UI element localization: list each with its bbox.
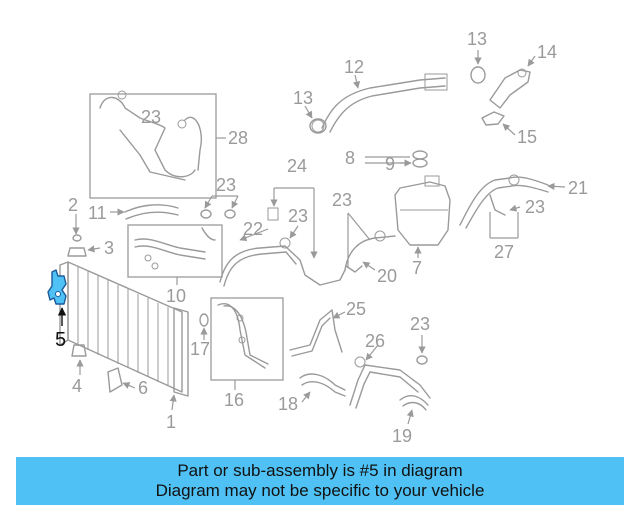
clamp-17 xyxy=(199,313,209,340)
callout-17: 17 xyxy=(190,339,210,359)
callout-23-pipe20: 23 xyxy=(332,190,352,210)
banner-line-2: Diagram may not be specific to your vehi… xyxy=(155,481,485,500)
gasket-15 xyxy=(481,111,516,136)
pipe-25 xyxy=(289,309,346,357)
housing-14 xyxy=(489,55,536,109)
expansion-tank-7 xyxy=(394,175,451,258)
callout-11: 11 xyxy=(88,203,107,223)
hose-21 xyxy=(459,174,566,239)
callout-25: 25 xyxy=(346,299,366,319)
hose-group-28 xyxy=(89,90,226,199)
pipe-20 xyxy=(344,212,396,273)
callout-23-near11: 23 xyxy=(216,175,236,195)
callout-27: 27 xyxy=(494,242,514,262)
callout-24: 24 xyxy=(287,156,307,176)
clamp-23-a xyxy=(200,195,239,241)
callout-6: 6 xyxy=(138,378,148,398)
parts-8-9 xyxy=(365,150,428,168)
callout-12: 12 xyxy=(344,57,364,77)
callout-23-pipe22: 23 xyxy=(288,206,308,226)
callout-2: 2 xyxy=(68,195,78,215)
callout-8: 8 xyxy=(345,148,355,168)
callout-23-hose21: 23 xyxy=(525,197,545,217)
pipe-22-24 xyxy=(219,187,346,287)
callout-19: 19 xyxy=(392,426,412,446)
parts-diagram: 1 2 3 4 5 6 7 8 9 10 11 12 13 13 14 15 1… xyxy=(47,29,588,446)
callout-23-box28: 23 xyxy=(141,107,161,127)
callout-28: 28 xyxy=(228,128,248,148)
hose-19 xyxy=(399,394,429,425)
hose-11 xyxy=(110,204,179,220)
callout-3: 3 xyxy=(104,238,114,258)
callout-26: 26 xyxy=(365,331,385,351)
callout-5: 5 xyxy=(55,329,66,351)
callout-18: 18 xyxy=(278,394,298,414)
clamp-23-b xyxy=(416,335,428,365)
callout-14: 14 xyxy=(537,42,557,62)
callout-15: 15 xyxy=(517,127,537,147)
hose-group-16 xyxy=(210,297,284,390)
hose-18 xyxy=(299,373,346,403)
callout-9: 9 xyxy=(385,154,395,174)
callout-16: 16 xyxy=(224,390,244,410)
callout-22: 22 xyxy=(243,219,263,239)
bracket-6 xyxy=(107,367,136,393)
banner-line-1: Part or sub-assembly is #5 in diagram xyxy=(177,461,463,480)
callout-1: 1 xyxy=(166,412,176,432)
pipe-26 xyxy=(349,344,431,409)
callout-13-a: 13 xyxy=(293,88,313,108)
callout-20: 20 xyxy=(377,266,397,286)
callout-13-b: 13 xyxy=(467,29,487,49)
callout-7: 7 xyxy=(412,258,422,278)
callout-4: 4 xyxy=(72,376,82,396)
parts-2-3-4 xyxy=(67,214,101,375)
callout-10: 10 xyxy=(166,286,186,306)
radiator-1 xyxy=(59,261,189,411)
callout-23-near26: 23 xyxy=(410,314,430,334)
info-banner: Part or sub-assembly is #5 in diagram Di… xyxy=(16,457,624,505)
callout-numbers: 1 2 3 4 5 6 7 8 9 10 11 12 13 13 14 15 1… xyxy=(55,29,588,446)
pipe-12 xyxy=(311,73,448,133)
part-5-highlighted xyxy=(47,269,67,326)
callout-21: 21 xyxy=(568,178,588,198)
clamp-13 xyxy=(304,50,486,134)
hose-group-10 xyxy=(127,224,223,285)
